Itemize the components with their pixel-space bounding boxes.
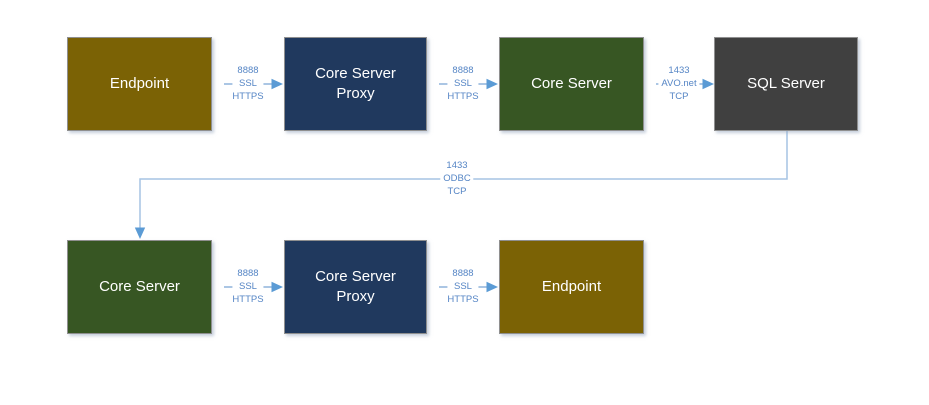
port-label: 1433: [446, 160, 468, 171]
port-label: 8888: [237, 268, 259, 279]
node-core-server-bottom: Core Server: [67, 240, 212, 334]
protocol-label: SSL: [232, 280, 264, 293]
node-core-server-proxy-bottom: Core Server Proxy: [284, 240, 427, 334]
node-label: Endpoint: [109, 74, 170, 92]
protocol-label: HTTPS: [232, 91, 264, 102]
port-label: 8888: [237, 65, 259, 76]
connector-label-core-bottom-to-proxy-bottom: 8888 SSL HTTPS: [232, 267, 264, 306]
connector-label-proxy-bottom-to-endpoint-bottom: 8888 SSL HTTPS: [447, 267, 479, 306]
protocol-label: TCP: [669, 91, 689, 102]
node-label: Endpoint: [541, 277, 602, 295]
connector-label-core-server-top-to-sql-server: 1433 AVO.net TCP: [658, 64, 700, 103]
protocol-label: ODBC: [440, 172, 474, 185]
node-label: Core Server: [531, 74, 612, 92]
protocol-label: HTTPS: [447, 294, 479, 305]
connector-label-endpoint-top-to-proxy-top: 8888 SSL HTTPS: [232, 64, 264, 103]
port-label: 8888: [452, 268, 474, 279]
arrowhead-right-icon: [702, 78, 714, 90]
protocol-label: HTTPS: [447, 91, 479, 102]
node-endpoint-bottom: Endpoint: [499, 240, 644, 334]
protocol-label: TCP: [447, 186, 467, 197]
node-label: Core Server Proxy: [315, 267, 396, 305]
arrowhead-right-icon: [486, 281, 498, 293]
node-core-server-proxy-top: Core Server Proxy: [284, 37, 427, 131]
node-label: Core Server: [99, 277, 180, 295]
connector-label-proxy-top-to-core-server-top: 8888 SSL HTTPS: [447, 64, 479, 103]
connector-label-sql-server-to-core-server-bottom: 1433 ODBC TCP: [440, 159, 474, 198]
port-label: 8888: [452, 65, 474, 76]
node-sql-server: SQL Server: [714, 37, 858, 131]
node-label: SQL Server: [747, 74, 825, 92]
node-label: Core Server Proxy: [315, 64, 396, 102]
arrowhead-right-icon: [271, 78, 283, 90]
arrowhead-right-icon: [486, 78, 498, 90]
node-endpoint-top: Endpoint: [67, 37, 212, 131]
node-core-server-top: Core Server: [499, 37, 644, 131]
protocol-label: SSL: [447, 77, 479, 90]
protocol-label: SSL: [232, 77, 264, 90]
port-label: 1433: [668, 65, 690, 76]
arrowhead-right-icon: [271, 281, 283, 293]
arrowhead-down-icon: [134, 227, 146, 239]
protocol-label: AVO.net: [658, 77, 700, 90]
protocol-label: HTTPS: [232, 294, 264, 305]
protocol-label: SSL: [447, 280, 479, 293]
